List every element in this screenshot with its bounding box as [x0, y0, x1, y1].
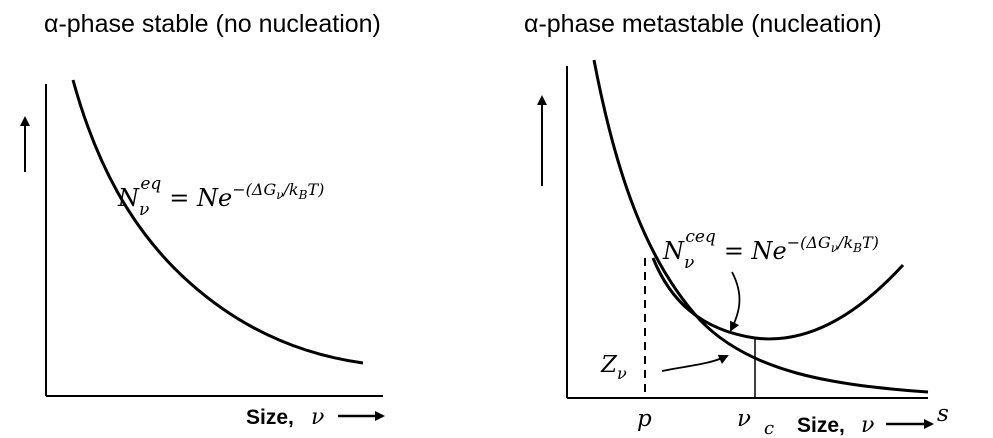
left-x-axis-symbol: ν — [311, 405, 324, 430]
left-panel: Nνeq= Ne−(ΔGν/kBT) Size, ν — [20, 79, 385, 430]
z-nu-label: Zν — [600, 352, 627, 383]
left-x-axis-label: Size, — [246, 406, 294, 429]
left-panel-title: α-phase stable (no nucleation) — [44, 10, 381, 38]
z-pointer-icon — [661, 354, 729, 372]
right-panel: Nνceq= Ne−(ΔGν/kBT) Zν p ν c Size, ν s — [537, 59, 949, 438]
equation-pointer-icon — [730, 271, 741, 332]
tick-label-nu: ν — [737, 406, 751, 432]
tick-label-s: s — [937, 401, 949, 427]
tick-label-c: c — [764, 418, 774, 438]
right-x-axis-symbol: ν — [861, 413, 874, 438]
tick-label-p: p — [637, 406, 652, 432]
right-x-axis-label: Size, — [797, 414, 845, 437]
left-equilibrium-curve — [71, 79, 364, 365]
left-equation: Nνeq= Ne−(ΔGν/kBT) — [117, 174, 324, 220]
right-panel-title: α-phase metastable (nucleation) — [524, 10, 882, 38]
right-equation: Nνceq= Ne−(ΔGν/kBT) — [662, 227, 879, 273]
